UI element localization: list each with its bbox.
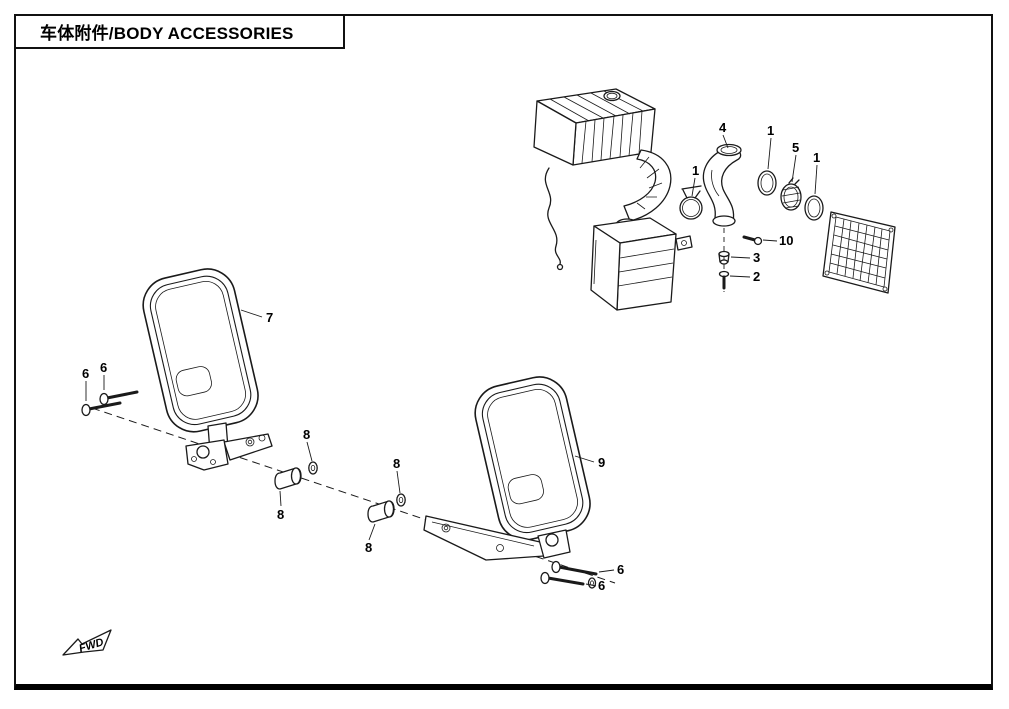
leader-line (598, 569, 615, 573)
pin-3 (718, 250, 730, 265)
air-cleaner-lower-housing (590, 217, 693, 311)
callout-1-ring-a: 1 (767, 123, 774, 138)
mirror-left (142, 268, 273, 471)
mirror-left-bracket (185, 422, 273, 471)
callout-1-ring-b: 1 (813, 150, 820, 165)
breather-hose (544, 167, 561, 265)
callout-1-clamp: 1 (692, 163, 699, 178)
leader-line (574, 455, 595, 463)
callout-4: 4 (719, 120, 727, 135)
callout-7: 7 (266, 310, 273, 325)
clamp-band (780, 177, 802, 211)
fwd-arrow: FWD (62, 629, 112, 656)
bolt-6-b (99, 390, 139, 406)
callout-6-c: 6 (617, 562, 624, 577)
leader-line (585, 583, 597, 587)
callout-8-c: 8 (277, 507, 284, 522)
callout-6-d: 6 (598, 578, 605, 593)
spacer-8-a (274, 467, 302, 490)
fwd-label: FWD (78, 636, 106, 655)
leader-line (814, 164, 818, 195)
leader-line (368, 523, 376, 541)
air-filter-element (822, 211, 896, 294)
seal-ring-b (804, 195, 824, 221)
title-box: 车体附件/BODY ACCESSORIES (14, 14, 345, 49)
washer-8-b (396, 493, 406, 507)
mirror-right-bracket (423, 515, 571, 561)
seal-ring-a (757, 170, 777, 196)
washer-8-a (308, 461, 318, 475)
leader-line (279, 490, 282, 507)
intake-duct (702, 143, 742, 227)
hose-clamp-left (679, 185, 703, 220)
leader-line (240, 309, 263, 318)
callout-3: 3 (753, 250, 760, 265)
leader-line (730, 256, 751, 259)
callout-5: 5 (792, 140, 799, 155)
leader-line (767, 137, 772, 170)
screw-10 (742, 235, 763, 246)
leader-line (306, 441, 313, 462)
bolt-6-d (540, 571, 597, 589)
mounting-tab (675, 235, 693, 251)
callout-10: 10 (779, 233, 793, 248)
air-cleaner-upper-housing (533, 88, 656, 166)
leader-line (722, 134, 729, 149)
spacer-8-b (367, 500, 395, 523)
callout-8-b: 8 (393, 456, 400, 471)
callout-9: 9 (598, 455, 605, 470)
bolt-6-a (81, 401, 122, 417)
callout-8-d: 8 (365, 540, 372, 555)
leader-line (396, 470, 401, 494)
callout-8-a: 8 (303, 427, 310, 442)
breather-hose-end (556, 263, 564, 271)
leader-line (762, 239, 778, 242)
leader-line (691, 177, 696, 197)
page-title: 车体附件/BODY ACCESSORIES (40, 24, 294, 43)
leader-line (791, 154, 797, 183)
bolt-6-c (551, 560, 598, 576)
bolt-2 (718, 270, 730, 290)
callouts: 1 4 1 5 1 10 3 2 7 9 6 6 8 (82, 120, 820, 593)
page-border (14, 14, 993, 690)
mirror-right (423, 376, 591, 561)
air-cleaner-assembly (533, 88, 693, 311)
corrugated-elbow-hose (623, 149, 672, 222)
callout-6-b: 6 (100, 360, 107, 375)
callout-6-a: 6 (82, 366, 89, 381)
leader-line (729, 275, 751, 278)
callout-2: 2 (753, 269, 760, 284)
